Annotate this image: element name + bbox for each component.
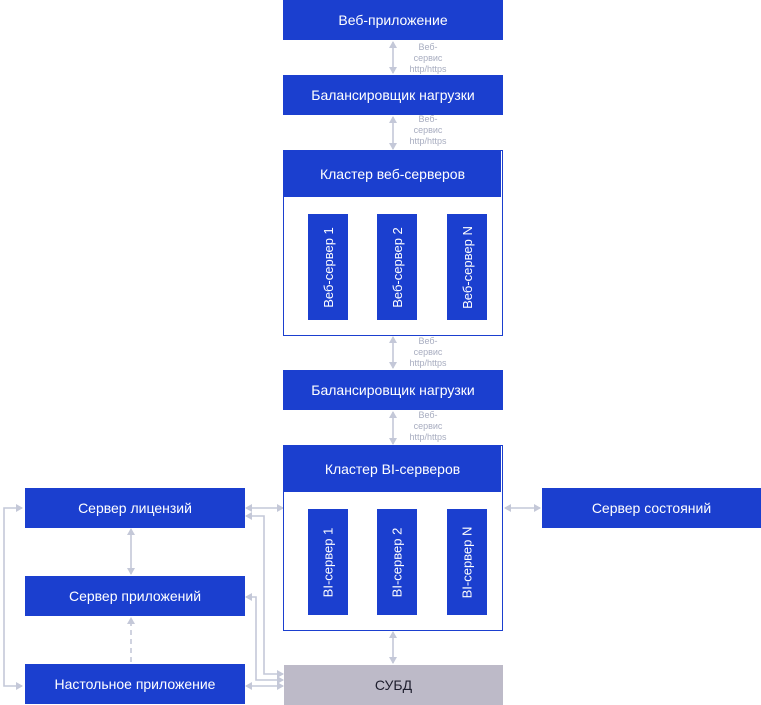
bi-server-1: BI-сервер 1: [308, 509, 348, 615]
web-server-1-label: Веб-сервер 1: [320, 226, 336, 308]
dbms-node: СУБД: [284, 665, 503, 705]
app-server-node: Сервер приложений: [25, 576, 245, 616]
web-cluster-frame: Кластер веб-серверов Веб-сервер 1 Веб-се…: [283, 150, 503, 336]
bi-server-2: BI-сервер 2: [377, 509, 417, 615]
link-label-4: Веб- сервис http/https: [409, 410, 447, 442]
web-server-2: Веб-сервер 2: [377, 214, 417, 320]
state-server-node: Сервер состояний: [542, 488, 761, 528]
link-label-3: Веб- сервис http/https: [409, 336, 447, 368]
bi-server-n: BI-сервер N: [447, 509, 487, 615]
link-label-2: Веб- сервис http/https: [409, 114, 447, 146]
license-server-node: Сервер лицензий: [25, 488, 245, 528]
web-server-1: Веб-сервер 1: [308, 214, 348, 320]
desktop-app-node: Настольное приложение: [25, 664, 245, 704]
bi-cluster-title: Кластер BI-серверов: [284, 446, 501, 492]
web-server-n-label: Веб-сервер N: [459, 225, 475, 309]
link-desktop-license: [3, 504, 23, 690]
link-label-1: Веб- сервис http/https: [409, 42, 447, 74]
web-server-n: Веб-сервер N: [447, 214, 487, 320]
balancer-mid-node: Балансировщик нагрузки: [283, 370, 503, 410]
bi-server-2-label: BI-сервер 2: [389, 527, 405, 597]
bi-cluster-frame: Кластер BI-серверов BI-сервер 1 BI-серве…: [283, 445, 503, 631]
balancer-top-node: Балансировщик нагрузки: [283, 75, 503, 115]
web-cluster-title: Кластер веб-серверов: [284, 151, 501, 197]
bi-server-1-label: BI-сервер 1: [320, 527, 336, 597]
link-appserver-dbms: [245, 593, 284, 684]
bi-server-n-label: BI-сервер N: [459, 526, 475, 598]
link-license-dbms: [245, 512, 284, 678]
web-app-node: Веб-приложение: [283, 0, 503, 40]
web-server-2-label: Веб-сервер 2: [389, 226, 405, 308]
